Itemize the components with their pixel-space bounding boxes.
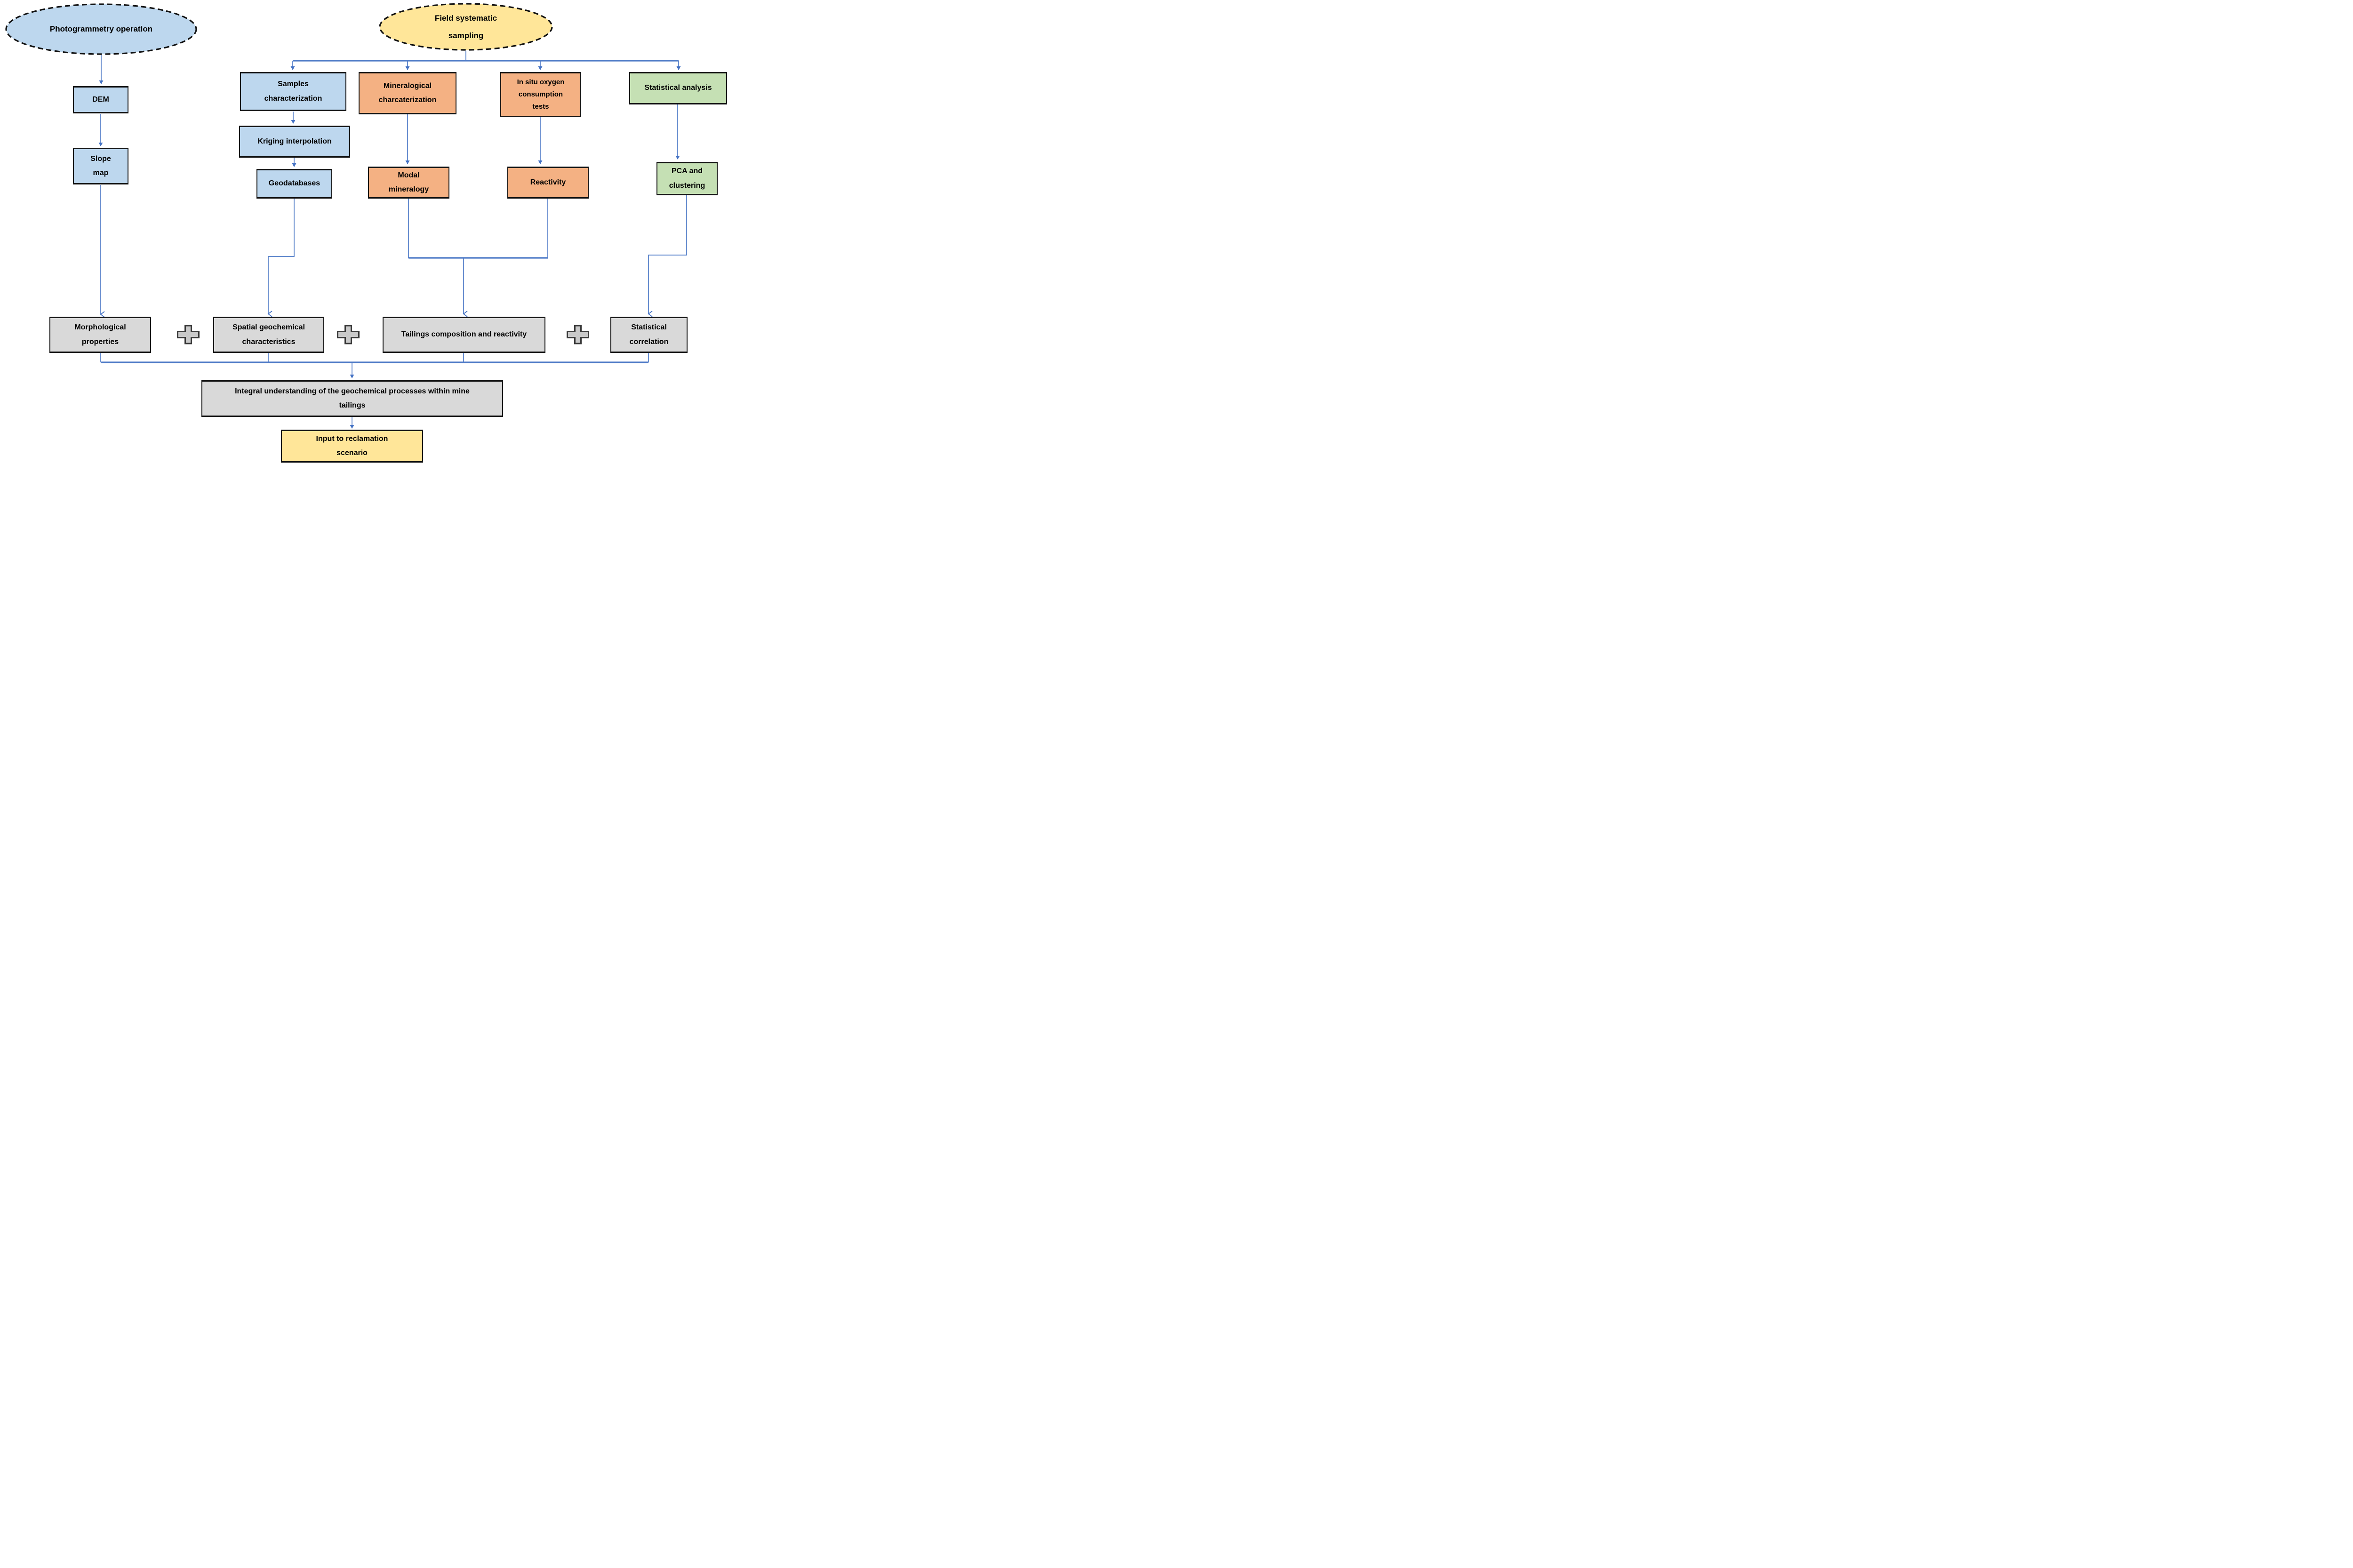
connector-geodatabases-spatial [267,199,295,317]
node-spatial-geochemical: Spatial geochemical characteristics [213,317,324,353]
node-tailings-composition: Tailings composition and reactivity [383,317,545,353]
connector-pca-correlation [648,195,687,317]
ellipse-field-sampling [379,3,553,51]
ellipse-photogrammetry [5,3,197,55]
node-morphological-properties: Morphological properties [49,317,151,353]
node-input-reclamation: Input to reclamation scenario [281,430,423,463]
connector-layer [5,3,687,429]
plus-icon [567,325,589,344]
node-in-situ-oxygen: In situ oxygen consumption tests [500,72,581,117]
ellipse-label-photogrammetry: Photogrammetry operation [49,24,153,34]
node-samples-characterization: Samples characterization [240,72,346,111]
plus-icon [337,325,360,344]
ellipse-label-field-sampling: Field systematic sampling [434,13,497,40]
node-mineralogical-characterization: Mineralogical charcaterization [359,72,456,114]
node-geodatabases: Geodatabases [256,169,332,199]
node-reactivity: Reactivity [507,167,589,199]
node-integral-understanding: Integral understanding of the geochemica… [201,380,503,417]
plus-icon [177,325,200,344]
node-statistical-analysis: Statistical analysis [629,72,727,104]
node-dem: DEM [73,86,128,113]
flowchart-canvas: Photogrammetry operation Field systemati… [0,0,728,464]
node-kriging-interpolation: Kriging interpolation [239,126,350,158]
node-statistical-correlation: Statistical correlation [610,317,688,353]
node-modal-mineralogy: Modal mineralogy [368,167,449,199]
node-slope-map: Slope map [73,148,128,184]
node-pca-clustering: PCA and clustering [656,162,718,195]
